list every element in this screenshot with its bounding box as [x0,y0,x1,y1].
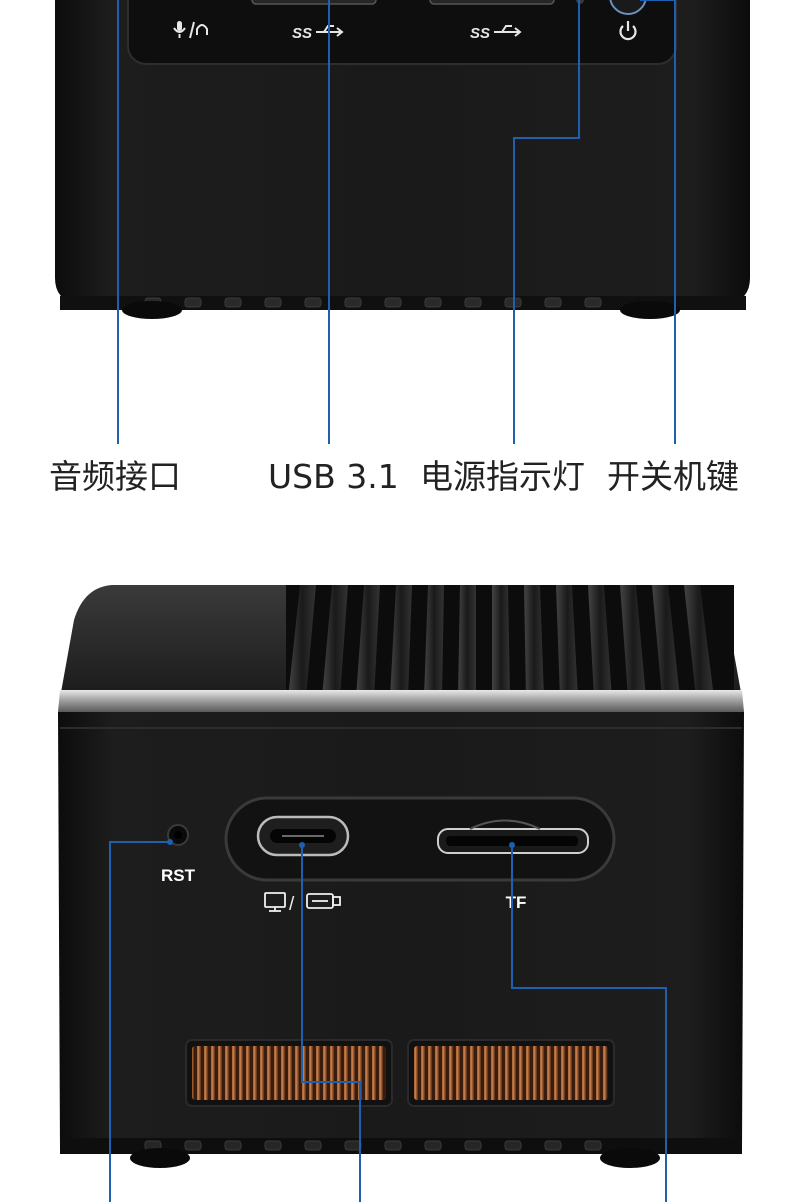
callout-label-power: 开关机键 [607,457,739,496]
callout-line-rst [109,841,170,1202]
heatsink-fins [286,585,734,698]
ss-logo-text: SS [292,25,312,42]
callout-line-usbc [301,845,361,1202]
callout-line-power [640,0,676,444]
bottom-device [58,585,744,1168]
top-callout-lines [117,0,676,444]
usb-drive-icon [306,893,341,909]
rst-label: RST [161,866,196,885]
callout-label-audio: 音频接口 [49,457,181,496]
monitor-icon [264,892,286,912]
callout-line-led [513,0,580,444]
callout-label-usb: USB 3.1 [268,457,399,496]
bottom-callout-lines [109,841,667,1202]
superspeed-usb-icon: SS [470,25,522,42]
mic-headphone-icon [173,21,208,39]
tf-label: TF [506,893,527,912]
bottom-vent-holes [144,297,602,308]
callout-label-led: 电源指示灯 [420,457,585,496]
ss-logo-text: SS [470,25,490,42]
usbc-separator: / [289,894,295,915]
top-device-front [55,0,750,319]
callout-line-tf [511,845,667,1202]
power-icon [619,21,637,41]
